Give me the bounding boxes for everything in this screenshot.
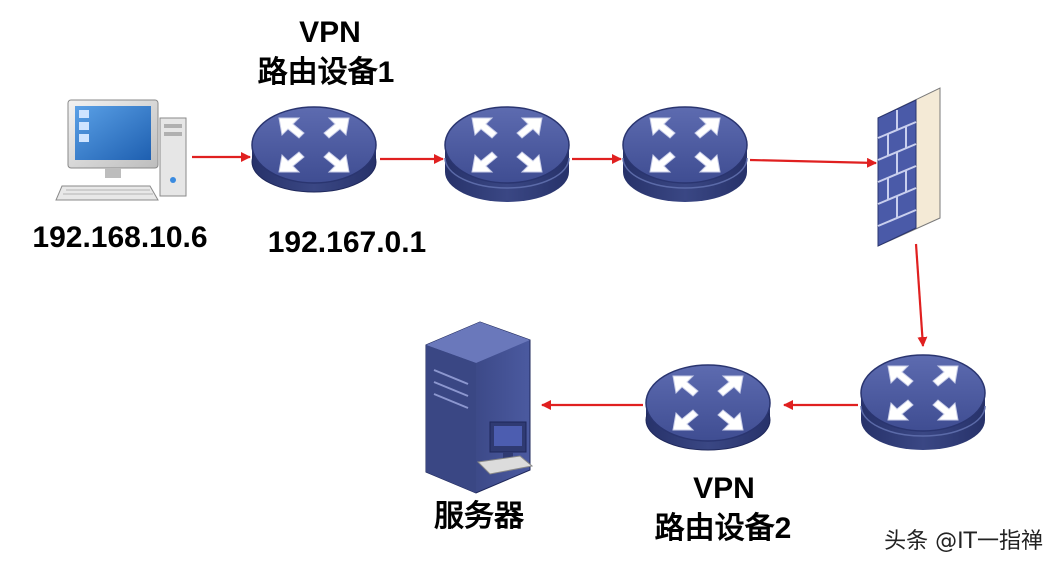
vpn2-subtitle: 路由设备2 — [654, 512, 792, 545]
pc-ip-label: 192.168.10.6 — [32, 221, 208, 254]
arrow-firewall-to-router4 — [914, 243, 928, 347]
vpn-router-2-icon — [645, 364, 771, 451]
vpn1-ip-label: 192.167.0.1 — [267, 226, 427, 259]
watermark: 头条 @IT一指禅 — [884, 529, 1043, 554]
pc-icon — [55, 99, 187, 201]
server-icon — [425, 321, 534, 494]
firewall-icon — [877, 87, 941, 247]
router-4-icon — [860, 354, 986, 451]
link-arrows — [192, 152, 928, 410]
vpn1-subtitle: 路由设备1 — [257, 56, 395, 89]
server-label: 服务器 — [434, 500, 524, 533]
router-2-icon — [444, 106, 570, 203]
arrow-router3-to-firewall — [749, 157, 877, 168]
vpn2-title: VPN — [693, 472, 755, 505]
vpn1-title: VPN — [299, 16, 361, 49]
router-3-icon — [622, 106, 748, 203]
vpn-router-1-icon — [251, 106, 377, 193]
